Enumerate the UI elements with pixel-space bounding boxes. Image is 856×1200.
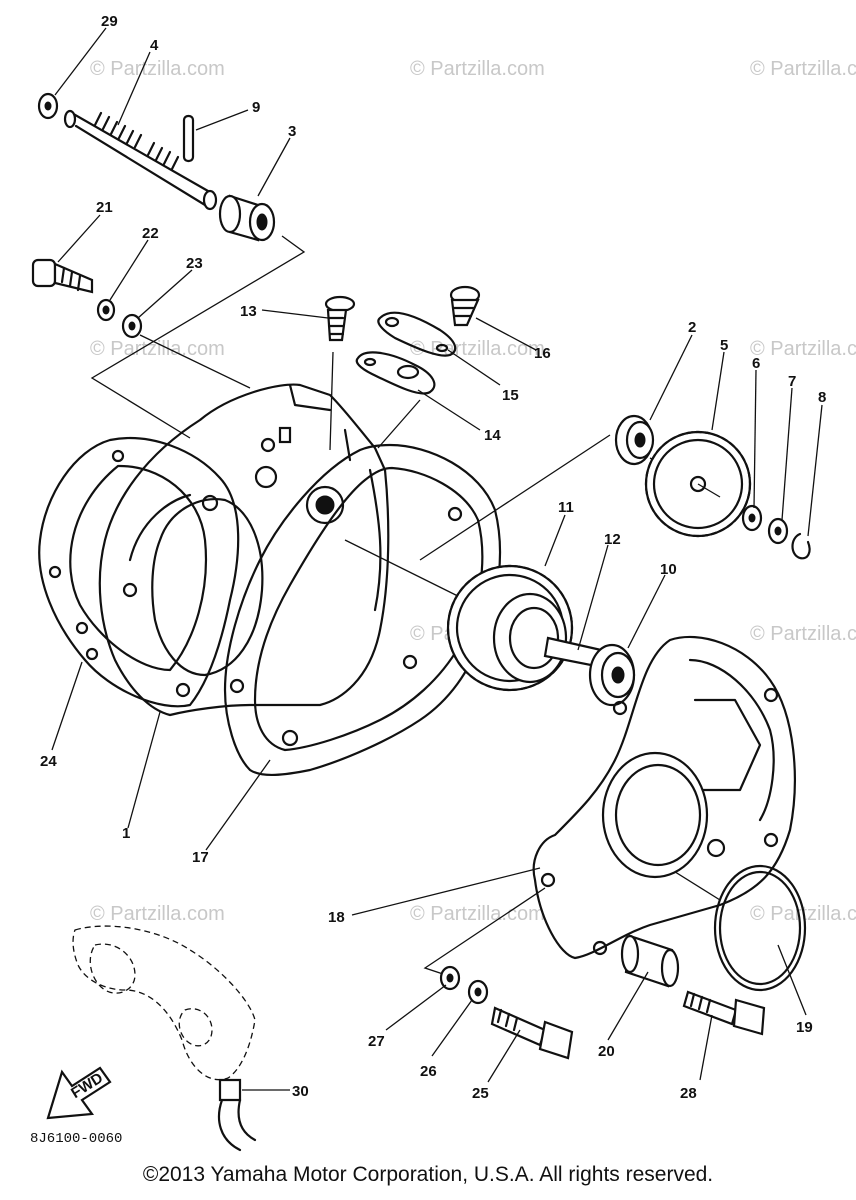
part-8-circlip [791,532,811,560]
callout-7: 7 [788,373,796,390]
callouts: 29 4 9 3 21 22 23 13 16 15 14 2 5 6 7 8 … [40,13,826,1102]
watermark: © Partzilla.com [90,338,225,360]
watermark: © Partzilla.com [90,903,225,925]
part-18-cover [532,635,796,960]
part-3-collar [218,194,276,242]
part-6-washer [741,504,763,532]
callout-5: 5 [720,337,728,354]
part-28-bolt [682,990,766,1036]
callout-18: 18 [328,909,345,926]
part-23-washer [121,313,143,339]
callout-15: 15 [502,387,519,404]
part-21-bolt [31,258,94,294]
callout-28: 28 [680,1085,697,1102]
watermark: © Partzilla.com [90,58,225,80]
part-1-housing [98,383,390,717]
callout-4: 4 [150,37,159,54]
callout-22: 22 [142,225,159,242]
part-2-bearing [614,414,655,466]
part-26-washer [467,979,489,1005]
callout-20: 20 [598,1043,615,1060]
part-10-bearing [588,643,636,707]
callout-9: 9 [252,99,260,116]
part-15-plate [377,311,457,357]
part-5-gear [644,430,752,538]
watermark: © Partzilla.com [750,623,856,645]
part-27-washer [439,965,461,991]
watermark: © Partzilla.com [750,58,856,80]
callout-1: 1 [122,825,130,842]
callout-2: 2 [688,319,696,336]
fwd-arrow-icon: FWD [46,1066,112,1120]
callout-12: 12 [604,531,621,548]
part-14-gasket [355,351,436,395]
callout-30: 30 [292,1083,309,1100]
callout-17: 17 [192,849,209,866]
part-17-gasket [223,443,502,776]
callout-29: 29 [101,13,118,30]
watermark: © Partzilla.com [750,338,856,360]
part-9-pin [182,114,195,163]
watermark: © Partzilla.com [410,903,545,925]
callout-26: 26 [420,1063,437,1080]
watermark: © Partzilla.com [410,58,545,80]
leader-lines [51,27,823,1091]
callout-24: 24 [40,753,57,770]
copyright-notice: ©2013 Yamaha Motor Corporation, U.S.A. A… [142,1163,714,1186]
callout-8: 8 [818,389,826,406]
part-29-washer [37,92,59,120]
diagram-code: 8J6100-0060 [30,1131,122,1147]
callout-6: 6 [752,355,760,372]
callout-21: 21 [96,199,113,216]
inset-manifold [72,925,256,1081]
part-13-screw [324,295,356,342]
part-30-fitting [218,1078,257,1152]
callout-23: 23 [186,255,203,272]
callout-10: 10 [660,561,677,578]
part-4-shaft [63,109,218,211]
callout-11: 11 [558,499,574,516]
part-7-washer [767,517,789,545]
callout-13: 13 [240,303,257,320]
callout-16: 16 [534,345,551,362]
callout-14: 14 [484,427,501,444]
part-16-screw [449,285,481,327]
part-25-bolt [490,1006,574,1060]
callout-27: 27 [368,1033,385,1050]
part-20-collar [620,934,680,988]
part-24-gasket [38,436,240,708]
part-22-washer [96,298,116,322]
callout-3: 3 [288,123,296,140]
watermark: © Partzilla.com [410,338,545,360]
callout-25: 25 [472,1085,489,1102]
part-19-o-ring [713,864,807,992]
callout-19: 19 [796,1019,813,1036]
